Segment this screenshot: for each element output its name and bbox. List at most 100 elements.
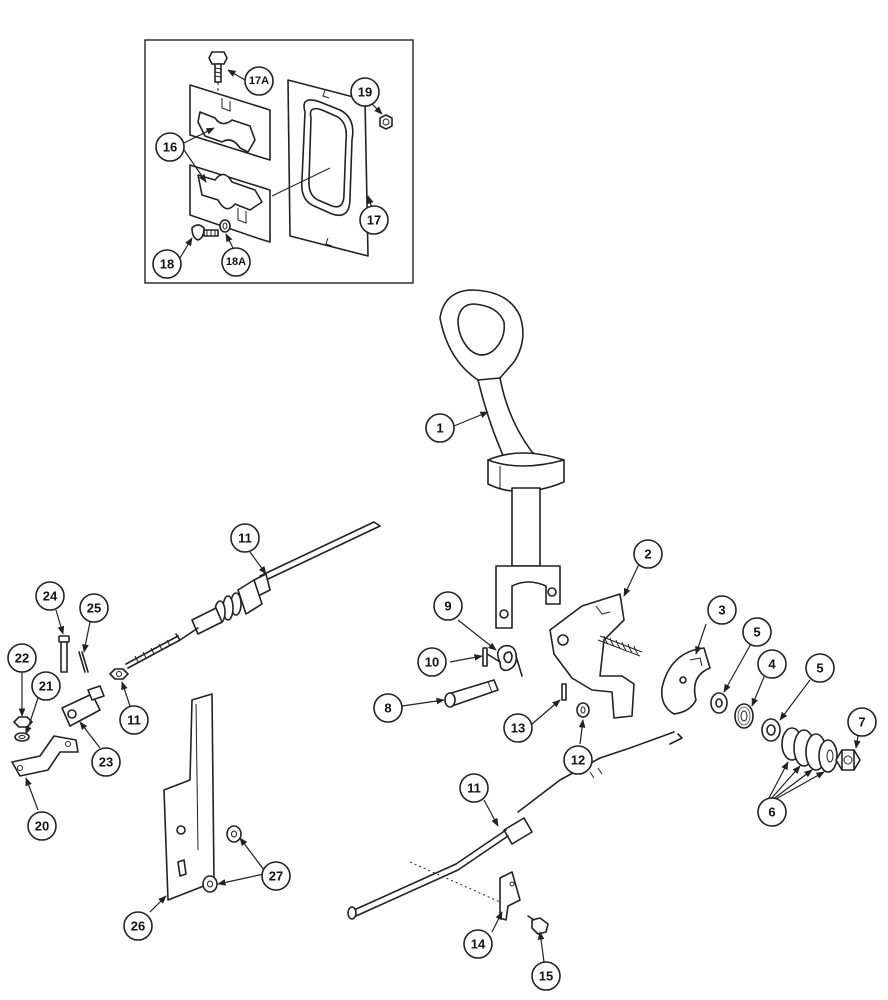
callout-4-label: 4: [768, 657, 776, 672]
callout-1-label: 1: [436, 421, 443, 436]
callout-15-label: 15: [539, 969, 553, 984]
clamp-plate-lower: [189, 164, 271, 243]
clamp-plate-upper: [189, 84, 271, 161]
clip-14-part: [499, 871, 521, 921]
callout-7: 7: [847, 707, 877, 737]
callout-18: 18: [152, 249, 182, 279]
callout-20: 20: [27, 811, 57, 841]
plate-26-part: [163, 693, 215, 901]
callout-17: 17: [359, 205, 389, 235]
boot-plate-17: [287, 79, 369, 257]
callout-9: 9: [433, 591, 463, 621]
leader-lines: [18, 69, 861, 963]
callout-21-label: 21: [39, 679, 53, 694]
callout-11-upper-label: 11: [238, 531, 252, 546]
callout-5-lower: 5: [805, 653, 835, 683]
bolt-17a-part: [208, 51, 228, 140]
callout-15: 15: [531, 961, 561, 991]
callout-27-label: 27: [269, 869, 283, 884]
callout-24-label: 24: [43, 589, 58, 604]
callout-18-label: 18: [160, 257, 174, 272]
callout-11-nut-label: 11: [127, 713, 141, 728]
callout-1: 1: [425, 413, 455, 443]
callout-23-label: 23: [99, 755, 113, 770]
washer-18a-part: [219, 219, 231, 233]
callout-5-upper-label: 5: [753, 625, 760, 640]
spring-washer-4-part: [734, 703, 754, 729]
bracket-20-part: [11, 735, 79, 777]
control-cable-upper: [125, 521, 381, 669]
inset-detail: [144, 39, 414, 284]
washer-5-lower-part: [761, 718, 781, 742]
washer-5-upper-part: [710, 692, 728, 714]
callout-8-label: 8: [384, 701, 391, 716]
callout-17-label: 17: [367, 213, 381, 228]
callout-26: 26: [123, 911, 153, 941]
pin-8-part: [444, 679, 499, 708]
callout-14: 14: [463, 929, 493, 959]
nut-19-part: [379, 114, 393, 130]
callout-5-upper: 5: [742, 617, 772, 647]
callout-8: 8: [373, 693, 403, 723]
washer-27-upper-part: [226, 825, 242, 843]
callout-11-lower-label: 11: [467, 781, 481, 796]
clevis-23-part: [61, 685, 105, 727]
callout-21: 21: [31, 671, 61, 701]
callout-26-label: 26: [131, 919, 145, 934]
nut-22-part: [13, 716, 33, 728]
callout-12: 12: [563, 745, 593, 775]
clip-10-part: [482, 647, 488, 667]
callout-20-label: 20: [35, 819, 49, 834]
callout-3-label: 3: [718, 603, 725, 618]
pin-24-part: [58, 635, 70, 673]
washer-27-lower-part: [202, 875, 218, 893]
callout-11-upper: 11: [230, 523, 260, 553]
callout-7-label: 7: [858, 715, 865, 730]
callout-22-label: 22: [15, 651, 29, 666]
callout-25-label: 25: [87, 601, 101, 616]
screw-18-part: [191, 224, 219, 241]
callout-16: 16: [155, 132, 185, 162]
callout-11-nut: 11: [119, 705, 149, 735]
callout-25: 25: [79, 593, 109, 623]
callout-13-label: 13: [511, 721, 525, 736]
nut-11-part: [109, 668, 129, 680]
screw-15-part: [527, 915, 549, 935]
callout-2: 2: [633, 539, 663, 569]
callout-5-lower-label: 5: [816, 661, 823, 676]
callout-23: 23: [91, 747, 121, 777]
roll-pin-13-part: [561, 683, 567, 701]
callout-19: 19: [350, 77, 380, 107]
shift-lever-1: [439, 289, 565, 629]
spring-9-part: [483, 644, 523, 677]
disc-3-part: [660, 647, 711, 715]
lockwasher-21-part: [14, 732, 30, 742]
callout-13: 13: [503, 713, 533, 743]
callout-27: 27: [261, 861, 291, 891]
callout-22: 22: [7, 643, 37, 673]
bracket-2-part: [549, 593, 643, 719]
control-cable-lower: [347, 731, 683, 920]
callout-18a: 18A: [221, 247, 251, 277]
callout-12-label: 12: [571, 753, 585, 768]
nut-7-part: [835, 749, 861, 771]
callout-10-label: 10: [425, 655, 439, 670]
callout-14-label: 14: [471, 937, 486, 952]
cotter-25-part: [78, 651, 89, 673]
callout-2-label: 2: [644, 547, 651, 562]
inset-frame: [144, 39, 414, 284]
callout-16-label: 16: [163, 140, 177, 155]
callout-17a: 17A: [244, 66, 274, 96]
callout-4: 4: [757, 649, 787, 679]
callout-6-label: 6: [768, 805, 775, 820]
callout-19-label: 19: [358, 85, 372, 100]
callout-6: 6: [757, 797, 787, 827]
bushings-6-part: [781, 727, 838, 773]
callout-3: 3: [707, 595, 737, 625]
callout-17a-label: 17A: [249, 75, 269, 87]
washer-12-part: [576, 702, 590, 718]
callout-10: 10: [417, 647, 447, 677]
callout-11-lower: 11: [459, 773, 489, 803]
callout-18a-label: 18A: [226, 256, 246, 268]
